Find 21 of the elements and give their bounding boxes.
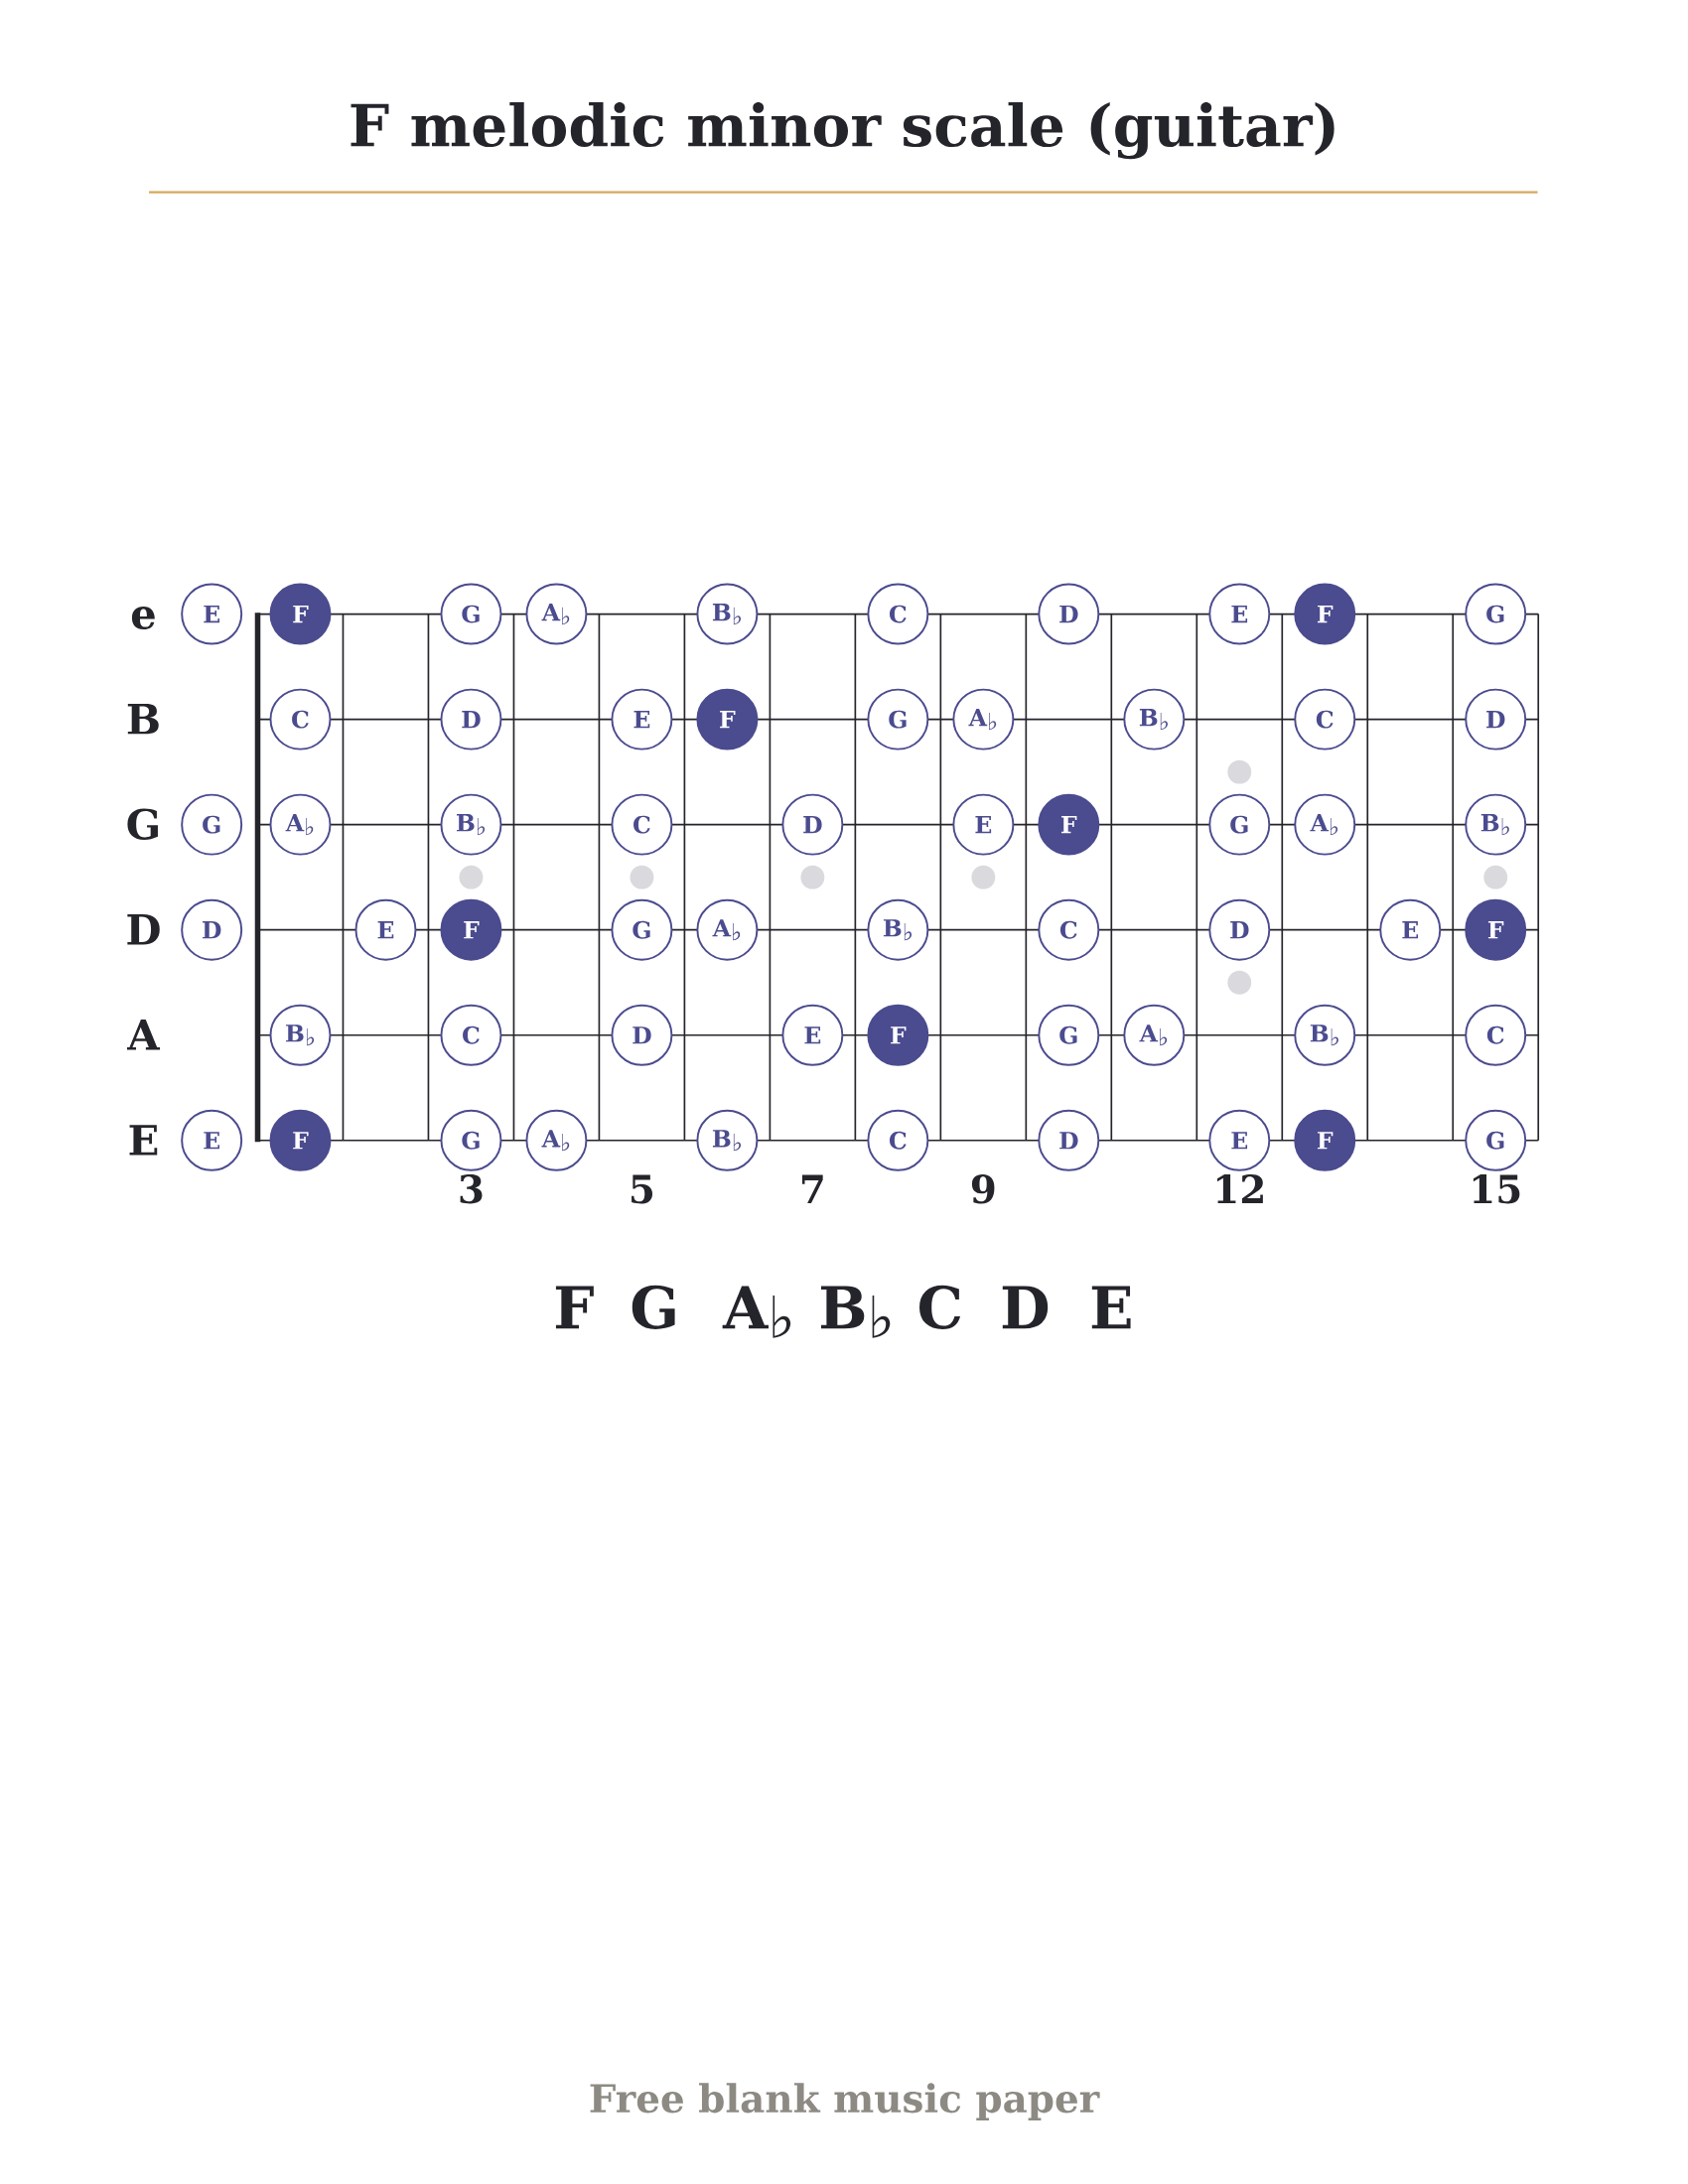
- string-label: E: [129, 1125, 158, 1156]
- fret-number: 7: [801, 1174, 823, 1203]
- title: F melodic minor scale (guitar): [351, 102, 1335, 160]
- string-label: G: [127, 808, 158, 840]
- scale-note: B♭: [820, 1286, 891, 1338]
- fret-number: 12: [1217, 1174, 1263, 1203]
- string-label: D: [127, 914, 160, 945]
- scale-note: F: [555, 1286, 594, 1329]
- fret-number: 3: [460, 1174, 483, 1204]
- fret-number: 15: [1473, 1174, 1520, 1204]
- scale-note: C: [919, 1285, 961, 1329]
- scale-note: D: [1002, 1286, 1049, 1329]
- scale-note: A♭: [722, 1286, 791, 1338]
- scale-note: E: [1091, 1286, 1131, 1329]
- string-label: e: [131, 607, 155, 629]
- string-label: B: [127, 704, 159, 735]
- string-label: A: [127, 1020, 161, 1050]
- scale-note: G: [632, 1285, 675, 1329]
- fret-number: 9: [971, 1174, 995, 1204]
- fret-number: 5: [632, 1174, 653, 1204]
- footer-text: Free blank music paper: [590, 2083, 1100, 2120]
